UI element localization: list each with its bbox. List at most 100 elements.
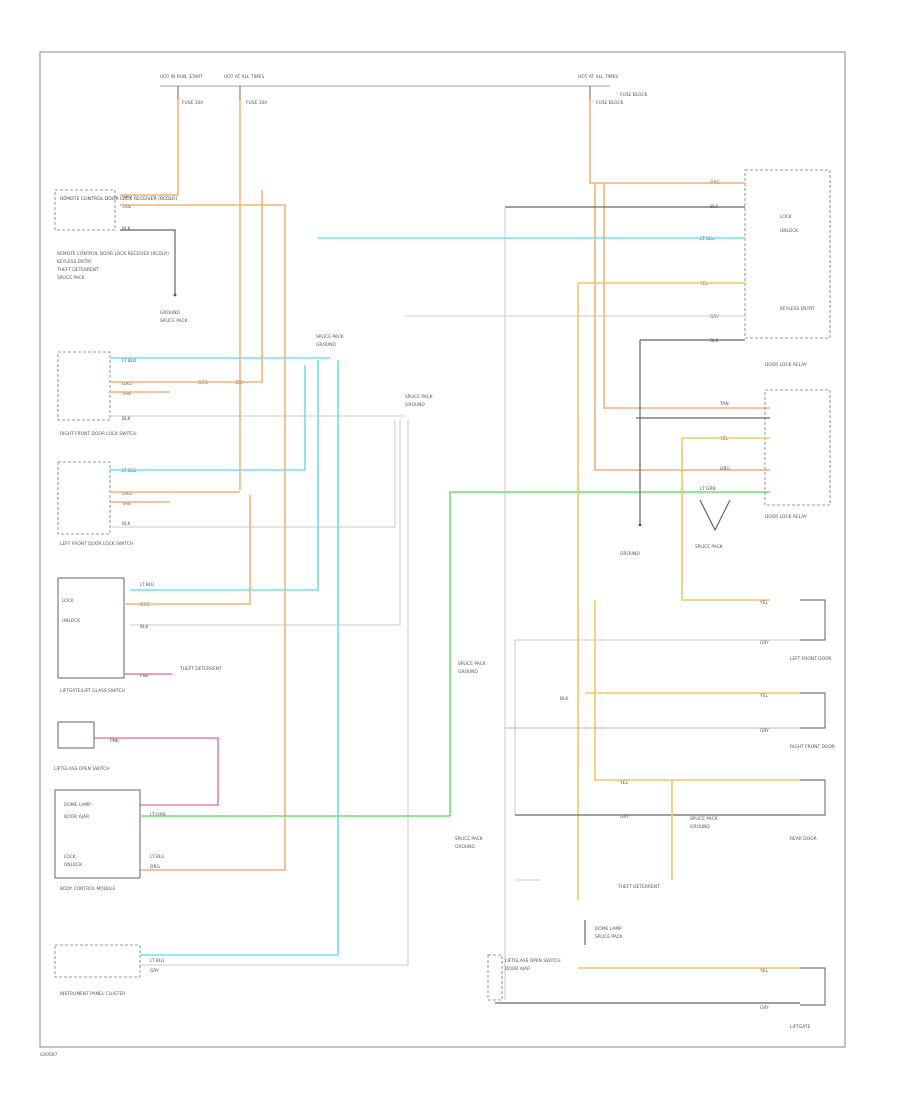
svg-text:LT BLU: LT BLU <box>150 854 164 860</box>
svg-text:TAN: TAN <box>121 501 131 507</box>
svg-text:LT BLU: LT BLU <box>150 958 164 964</box>
svg-text:YEL: YEL <box>759 693 768 699</box>
svg-text:DOOR AJAR: DOOR AJAR <box>64 814 89 820</box>
svg-text:SPLICE PACK: SPLICE PACK <box>690 816 718 822</box>
svg-text:LOCK: LOCK <box>62 598 74 604</box>
svg-text:LT BLU: LT BLU <box>122 358 136 364</box>
svg-text:THEFT DETERRENT: THEFT DETERRENT <box>179 666 222 672</box>
svg-text:LOCK: LOCK <box>64 854 76 860</box>
svg-text:BLK: BLK <box>122 521 130 527</box>
svg-text:YEL: YEL <box>759 600 768 606</box>
svg-text:LIFTGATE/LIFT GLASS SWITCH: LIFTGATE/LIFT GLASS SWITCH <box>60 688 125 694</box>
svg-text:LT BLU: LT BLU <box>700 236 714 242</box>
svg-text:LT GRN: LT GRN <box>700 486 716 492</box>
rear-door-actuator: REAR DOOR YEL GRY <box>619 779 826 842</box>
splice-4-label: SPLICE PACK <box>405 394 433 400</box>
remote-control-receiver: REMOTE CONTROL DOOR LOCK RECEIVER (RCDLR… <box>54 189 188 324</box>
fuse-label-5: FUSE 10A <box>246 100 267 106</box>
fuse-label-2: HOT AT ALL TIMES <box>224 74 264 80</box>
svg-text:YEL: YEL <box>759 968 768 974</box>
rf-door-lock-switch: RIGHT FRONT DOOR LOCK SWITCH LT BLU ORG … <box>57 351 244 437</box>
svg-text:GRY: GRY <box>620 814 629 820</box>
svg-text:DOME LAMP: DOME LAMP <box>595 926 622 932</box>
svg-text:THEFT DETERRENT: THEFT DETERRENT <box>56 267 99 273</box>
svg-text:SPLICE PACK: SPLICE PACK <box>695 544 723 550</box>
svg-text:REMOTE CONTROL DOOR LOCK RECEI: REMOTE CONTROL DOOR LOCK RECEIVER (RCDLR… <box>60 196 177 202</box>
svg-text:LEFT FRONT DOOR: LEFT FRONT DOOR <box>790 656 831 662</box>
svg-text:ORG: ORG <box>150 864 161 870</box>
liftgate-actuator: LIFTGATE YEL GRY <box>759 967 826 1030</box>
svg-text:GROUND: GROUND <box>690 824 710 830</box>
svg-text:YEL: YEL <box>619 780 628 786</box>
svg-text:TAN: TAN <box>121 204 131 210</box>
svg-text:BLK: BLK <box>122 416 130 422</box>
svg-text:SPLICE PACK: SPLICE PACK <box>160 318 188 324</box>
svg-text:GROUND: GROUND <box>455 844 475 850</box>
svg-text:DOOR AJAR: DOOR AJAR <box>505 966 530 972</box>
svg-text:SPLICE PACK: SPLICE PACK <box>595 934 623 940</box>
svg-text:RIGHT FRONT DOOR: RIGHT FRONT DOOR <box>790 744 835 750</box>
svg-text:DOME LAMP: DOME LAMP <box>64 802 91 808</box>
svg-text:GRY: GRY <box>710 314 719 320</box>
svg-text:GROUND: GROUND <box>458 669 478 675</box>
diagram-frame <box>39 51 846 1048</box>
door-lock-relay: DOOR LOCK RELAY LOCK UNLOCK KEYLESS ENTR… <box>699 169 831 368</box>
svg-text:GROUND: GROUND <box>405 402 425 408</box>
lock-motor-relay: DOOR LOCK RELAY TAN YEL ORG LT GRN <box>700 389 831 520</box>
svg-text:LOCK: LOCK <box>780 214 792 220</box>
svg-text:BLK: BLK <box>710 338 718 344</box>
svg-text:THEFT DETERRENT: THEFT DETERRENT <box>617 884 660 890</box>
svg-text:INSTRUMENT PANEL CLUSTER: INSTRUMENT PANEL CLUSTER <box>60 991 125 997</box>
svg-text:GRY: GRY <box>235 380 244 386</box>
fuse-label-1: HOT IN RUN, START <box>160 74 203 80</box>
svg-text:LIFTGLASS OPEN SWITCH: LIFTGLASS OPEN SWITCH <box>505 958 561 964</box>
svg-text:KEYLESS ENTRY: KEYLESS ENTRY <box>57 259 92 265</box>
svg-text:LT BLU: LT BLU <box>140 582 154 588</box>
svg-text:UNLOCK: UNLOCK <box>780 228 798 234</box>
power-bus: HOT IN RUN, START HOT AT ALL TIMES HOT A… <box>160 74 648 106</box>
fuse-label-6: FUSE BLOCK <box>596 100 624 106</box>
instrument-panel-cluster: INSTRUMENT PANEL CLUSTER LT BLU GRY <box>54 944 164 997</box>
svg-text:ORG: ORG <box>720 466 731 472</box>
svg-text:SPLICE PACK: SPLICE PACK <box>455 836 483 842</box>
svg-text:ORG: ORG <box>122 194 133 200</box>
fuse-label-4: FUSE 10A <box>182 100 203 106</box>
svg-text:LEFT FRONT DOOR LOCK SWITCH: LEFT FRONT DOOR LOCK SWITCH <box>60 541 133 547</box>
svg-text:TAN: TAN <box>121 391 131 397</box>
svg-text:GROUND: GROUND <box>316 342 336 348</box>
svg-text:ORG: ORG <box>140 602 151 608</box>
svg-text:BLK: BLK <box>122 226 130 232</box>
liftglass-open-switch: LIFTGLASS OPEN SWITCH PNK <box>54 721 119 772</box>
svg-text:PNK: PNK <box>110 738 119 744</box>
lf-door-lock-switch: LEFT FRONT DOOR LOCK SWITCH LT BLU ORG T… <box>57 461 136 547</box>
lf-door-actuator: LEFT FRONT DOOR YEL GRY <box>759 599 831 662</box>
svg-text:LIFTGATE: LIFTGATE <box>790 1024 811 1030</box>
svg-text:REMOTE CONTROL DOOR LOCK RECEI: REMOTE CONTROL DOOR LOCK RECEIVER (RCDLR… <box>57 251 169 257</box>
svg-text:GRY: GRY <box>760 728 769 734</box>
svg-text:GRY: GRY <box>150 968 159 974</box>
svg-text:YEL: YEL <box>719 436 728 442</box>
svg-text:SPLICE PACK: SPLICE PACK <box>57 275 85 281</box>
svg-text:DOOR LOCK RELAY: DOOR LOCK RELAY <box>765 362 807 368</box>
svg-text:YEL: YEL <box>699 281 708 287</box>
svg-text:UNLOCK: UNLOCK <box>62 618 80 624</box>
svg-text:BODY CONTROL MODULE: BODY CONTROL MODULE <box>60 886 116 892</box>
svg-text:GROUND: GROUND <box>160 310 180 316</box>
svg-text:ORG: ORG <box>122 491 133 497</box>
fuse-label-7: FUSE BLOCK <box>620 92 648 98</box>
svg-text:ORG: ORG <box>198 380 209 386</box>
svg-text:DOOR LOCK RELAY: DOOR LOCK RELAY <box>765 514 807 520</box>
fuse-label-3: HOT AT ALL TIMES <box>578 74 618 80</box>
svg-text:TAN: TAN <box>719 401 729 407</box>
svg-text:ORG: ORG <box>122 381 133 387</box>
svg-text:LT BLU: LT BLU <box>122 468 136 474</box>
svg-text:LT GRN: LT GRN <box>150 812 166 818</box>
svg-text:PNK: PNK <box>140 673 149 679</box>
figure-code: G00567 <box>40 1052 58 1058</box>
body-control-module: BODY CONTROL MODULE DOME LAMP DOOR AJAR … <box>54 789 166 892</box>
liftgate-switch: LIFTGATE/LIFT GLASS SWITCH LOCK UNLOCK L… <box>57 577 222 694</box>
svg-text:BLK: BLK <box>140 624 148 630</box>
svg-text:GROUND: GROUND <box>620 551 640 557</box>
svg-text:GRY: GRY <box>760 1005 769 1011</box>
